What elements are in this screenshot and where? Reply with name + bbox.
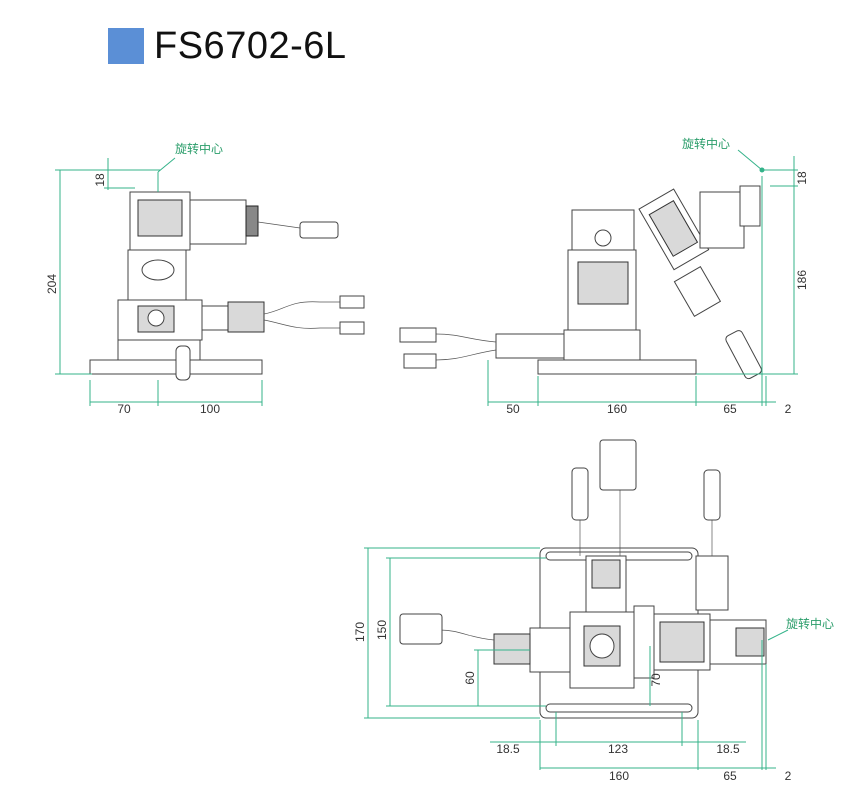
front-dim-18: 18 [93, 173, 107, 187]
title-marker [108, 28, 144, 64]
front-cable-lower [263, 319, 340, 329]
top-slot-lower [545, 703, 693, 713]
top-dim-170: 170 [353, 622, 367, 642]
top-dim-123: 123 [608, 742, 628, 756]
top-connector-upper-mid [599, 439, 637, 491]
top-right-link [633, 605, 655, 679]
front-connector-lower [339, 321, 365, 335]
side-view: 旋转中心 18 186 50 160 65 2 [399, 136, 809, 416]
side-column-block [577, 261, 629, 305]
top-right-head-block [735, 627, 765, 657]
front-view: 旋转中心 204 18 70 100 [45, 141, 365, 416]
top-dim-18-5-right: 18.5 [716, 742, 740, 756]
front-right-motor [201, 305, 229, 331]
front-dim-100: 100 [200, 402, 220, 416]
side-tilt-motor-body [673, 265, 722, 318]
front-connector-upper [339, 295, 365, 309]
side-arm-block [648, 199, 699, 257]
side-top-knob [594, 229, 612, 247]
top-dim-160: 160 [609, 769, 629, 783]
side-dim-160: 160 [607, 402, 627, 416]
side-cable-lower [435, 349, 497, 361]
side-lower-stage [563, 329, 641, 361]
front-right-motor-body [227, 301, 265, 333]
top-dim-150: 150 [375, 620, 389, 640]
front-mid-knob [147, 309, 165, 327]
top-left-motor [529, 627, 571, 673]
front-callout-leader [157, 157, 176, 173]
side-callout-label: 旋转中心 [682, 136, 730, 151]
top-upper-motor-block [591, 559, 621, 589]
title-block: FS6702-6L [108, 24, 347, 68]
top-left-cable [439, 629, 495, 641]
front-top-cable [257, 221, 301, 229]
side-tilt-connector-body [725, 330, 762, 380]
front-top-motor [189, 199, 247, 245]
front-hand-knob [175, 345, 191, 381]
front-callout-label: 旋转中心 [175, 141, 223, 156]
top-connector-upper-right [703, 469, 721, 521]
side-tilt-connector [725, 330, 762, 380]
top-connector-upper-left [571, 467, 589, 521]
front-cable-upper [263, 301, 340, 315]
top-left-connector [399, 613, 443, 645]
side-dim-2: 2 [785, 402, 792, 416]
side-connector-upper [399, 327, 437, 343]
side-tilted-arm [638, 188, 710, 271]
top-dim-18-5-left: 18.5 [496, 742, 520, 756]
front-dim-204: 204 [45, 274, 59, 294]
top-dim-2: 2 [785, 769, 792, 783]
front-dim-70: 70 [117, 402, 131, 416]
front-top-connector [299, 221, 339, 239]
front-top-block [137, 199, 183, 237]
side-dim-50: 50 [506, 402, 520, 416]
side-tilt-bracket [699, 191, 745, 249]
top-dim-70: 70 [649, 673, 663, 687]
top-callout-label: 旋转中心 [786, 616, 834, 631]
side-tilt-motor [673, 265, 722, 318]
side-callout-leader [737, 149, 763, 171]
side-cable-upper [435, 333, 497, 343]
side-tilt-mount [739, 185, 761, 227]
side-dim-18: 18 [795, 171, 809, 185]
top-dim-65: 65 [723, 769, 737, 783]
top-right-block [659, 621, 705, 663]
front-column-ring [141, 259, 175, 281]
side-connector-lower [403, 353, 437, 369]
page-title: FS6702-6L [154, 24, 347, 67]
side-base-plate [537, 359, 697, 375]
top-right-motor [695, 555, 729, 611]
top-left-motor-body [493, 633, 531, 665]
side-dim-186: 186 [795, 270, 809, 290]
top-center-knob [589, 633, 615, 659]
front-top-motor-cap [245, 205, 259, 237]
top-callout-leader [767, 629, 789, 641]
side-lower-motor [495, 333, 565, 359]
top-view: 旋转中心 170 150 60 70 18.5 123 18.5 160 65 … [353, 439, 834, 783]
top-dim-60: 60 [463, 671, 477, 685]
side-dim-65: 65 [723, 402, 737, 416]
